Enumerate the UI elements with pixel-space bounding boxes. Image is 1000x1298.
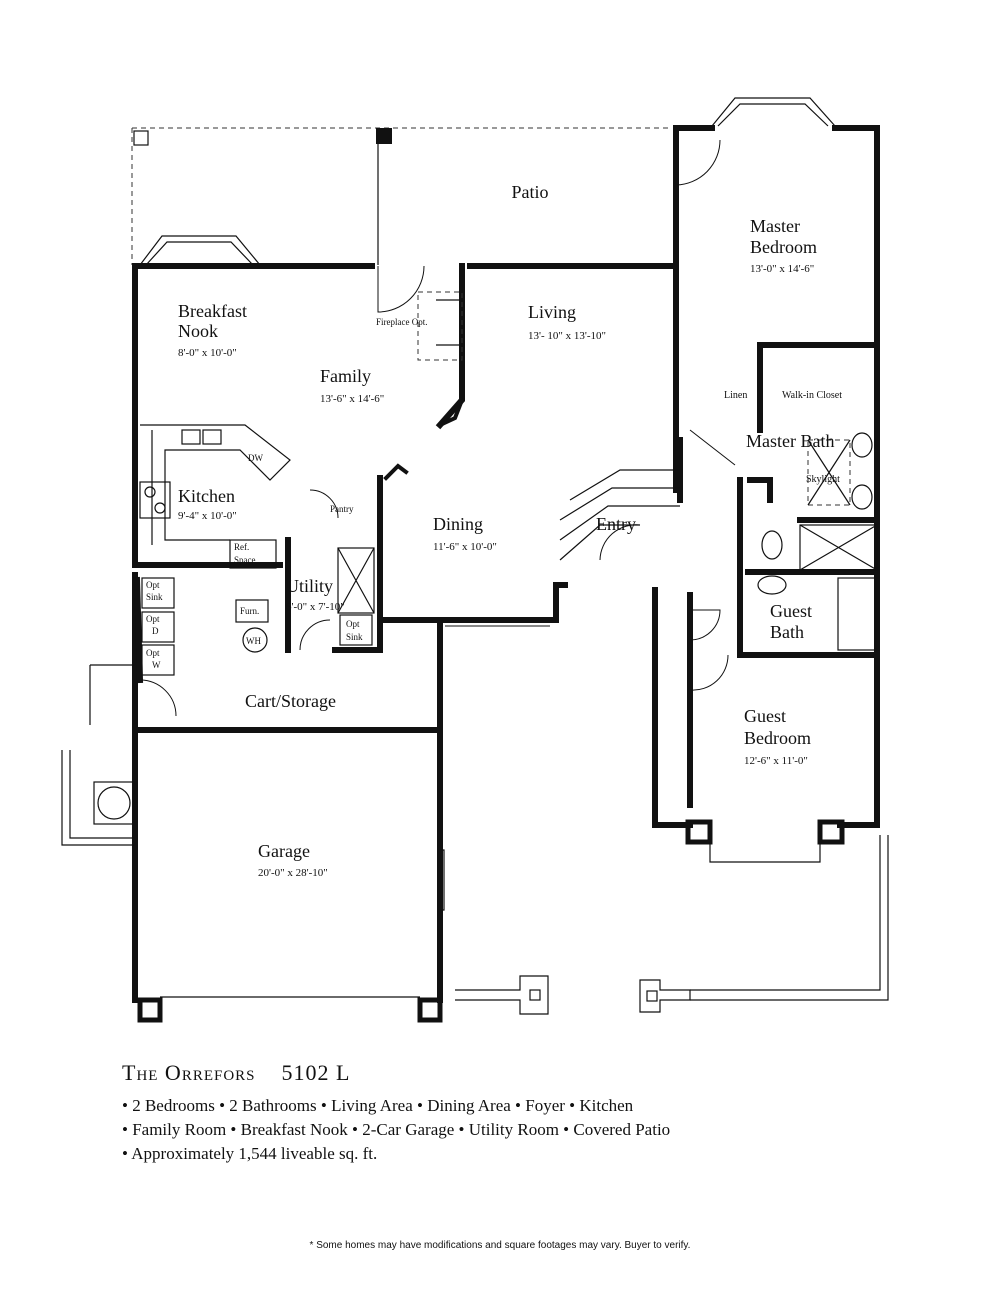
fireplace-detail [383, 291, 465, 481]
utility-label: Utility [286, 576, 333, 596]
utility-dim: 6'-0" x 7'-10" [286, 601, 345, 613]
entry-stair-detail [559, 469, 680, 561]
linen-label: Linen [724, 390, 747, 401]
pantry-label: Pantry [330, 504, 354, 514]
master-bedroom-dim: 13'-0" x 14'-6" [750, 263, 814, 275]
opt-sink-utility-line2: Sink [346, 632, 363, 642]
ref-space-label-line2: Space [234, 555, 256, 565]
walk-in-closet-label: Walk-in Closet [782, 390, 842, 401]
opt-w-line1: Opt [146, 648, 160, 658]
plan-caption: The Orrefors 5102 L • 2 Bedrooms • 2 Bath… [122, 1060, 882, 1164]
cart-storage-label: Cart/Storage [245, 691, 336, 711]
dining-dim: 11'-6" x 10'-0" [433, 541, 497, 553]
breakfast-nook-dim: 8'-0" x 10'-0" [178, 347, 237, 359]
master-bath-label: Master Bath [746, 431, 834, 451]
opt-sink-utility-line1: Opt [346, 619, 360, 629]
opt-sink-left-line1: Opt [146, 580, 160, 590]
patio-label: Patio [511, 182, 548, 202]
opt-w-line2: W [152, 660, 161, 670]
features-line-3: • Approximately 1,544 liveable sq. ft. [122, 1144, 378, 1163]
front-walkway [455, 835, 889, 1015]
master-bay-window [711, 97, 836, 127]
master-bedroom-label-line2: Bedroom [750, 237, 817, 257]
side-yard-elements [61, 664, 135, 846]
living-dim: 13'- 10" x 13'-10" [528, 330, 606, 342]
garage-posts [137, 819, 845, 1023]
kitchen-dim: 9'-4" x 10'-0" [178, 510, 237, 522]
disclaimer-note: * Some homes may have modifications and … [309, 1240, 691, 1251]
garage-label: Garage [258, 841, 310, 861]
dw-label: DW [248, 453, 263, 463]
master-bedroom-label-line1: Master [750, 216, 800, 236]
guest-bath-label-line2: Bath [770, 622, 804, 642]
features-line-1: • 2 Bedrooms • 2 Bathrooms • Living Area… [122, 1096, 634, 1115]
garage-dim: 20'-0" x 28'-10" [258, 867, 328, 879]
breakfast-nook-label-line1: Breakfast [178, 301, 247, 321]
features-line-2: • Family Room • Breakfast Nook • 2-Car G… [122, 1120, 671, 1139]
furn-label: Furn. [240, 606, 259, 616]
master-bath-fixtures [757, 432, 878, 651]
patio-outline [131, 127, 672, 265]
nook-bay-window [139, 235, 261, 266]
guest-bedroom-label-line2: Bedroom [744, 728, 811, 748]
kitchen-label: Kitchen [178, 486, 235, 506]
opt-d-line1: Opt [146, 614, 160, 624]
dining-label: Dining [433, 514, 483, 534]
family-dim: 13'-6" x 14'-6" [320, 393, 384, 405]
garage-side-door [440, 849, 445, 911]
door-swings [139, 139, 736, 717]
opt-sink-left-line2: Sink [146, 592, 163, 602]
living-label: Living [528, 302, 576, 322]
utility-fixtures [141, 547, 375, 676]
exterior-walls [132, 125, 880, 1003]
floor-plan: Patio Master Bedroom 13'-0" x 14'-6" Bre… [61, 97, 889, 1023]
opt-d-line2: D [152, 626, 159, 636]
plan-name: The Orrefors [122, 1060, 256, 1085]
entry-label: Entry [596, 514, 636, 534]
breakfast-nook-label-line2: Nook [178, 321, 218, 341]
plan-title: The Orrefors 5102 L [122, 1060, 882, 1086]
plan-code: 5102 L [281, 1060, 351, 1085]
family-label: Family [320, 366, 371, 386]
ref-space-label-line1: Ref. [234, 542, 249, 552]
wh-label: WH [246, 636, 261, 646]
kitchen-counters [139, 424, 291, 569]
guest-bath-label-line1: Guest [770, 601, 812, 621]
guest-bedroom-label-line1: Guest [744, 706, 786, 726]
guest-bedroom-dim: 12'-6" x 11'-0" [744, 755, 808, 767]
skylight-label: Skylight [806, 474, 840, 485]
fireplace-label: Fireplace Opt. [376, 317, 427, 327]
